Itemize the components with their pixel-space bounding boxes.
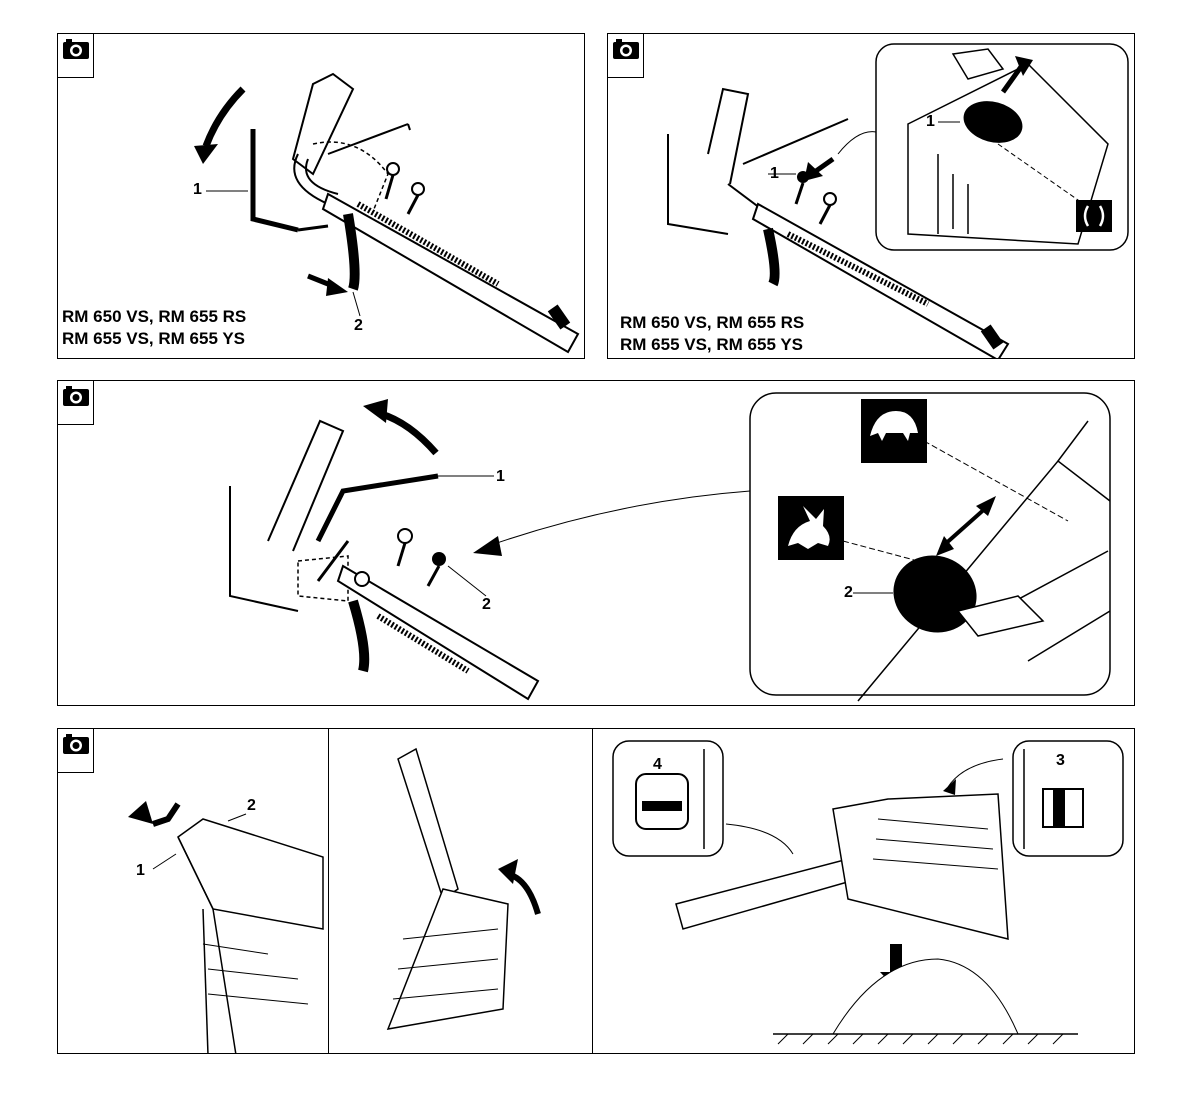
figure-panel-speed-control: 1 2 2 bbox=[57, 380, 1135, 706]
turtle-icon bbox=[861, 399, 927, 463]
callout-1: 1 bbox=[496, 469, 505, 485]
model-list-line-2: RM 655 VS, RM 655 YS bbox=[620, 334, 803, 355]
speed-control-illustration bbox=[58, 381, 1135, 706]
callout-4: 4 bbox=[653, 757, 662, 773]
grass-bag-illustration bbox=[58, 729, 1135, 1054]
drive-lock-illustration bbox=[608, 34, 1135, 359]
figure-panel-handle-fold: 1 2 RM 650 VS, RM 655 RS RM 655 VS, RM 6… bbox=[57, 33, 585, 359]
rabbit-icon bbox=[778, 496, 844, 560]
model-list-line-1: RM 650 VS, RM 655 RS bbox=[62, 306, 246, 327]
callout-2: 2 bbox=[247, 798, 256, 814]
callout-2: 2 bbox=[354, 318, 363, 334]
callout-3: 3 bbox=[1056, 753, 1065, 769]
callout-1: 1 bbox=[770, 166, 779, 182]
model-list-line-1: RM 650 VS, RM 655 RS bbox=[620, 312, 804, 333]
callout-1: 1 bbox=[193, 182, 202, 198]
callout-2: 2 bbox=[482, 597, 491, 613]
figure-panel-drive-lock: 1 1 RM 650 VS, RM 655 RS RM 655 VS, RM 6… bbox=[607, 33, 1135, 359]
callout-1-detail: 1 bbox=[926, 114, 935, 130]
figure-panel-grass-bag: 1 2 3 4 bbox=[57, 728, 1135, 1054]
model-list-line-2: RM 655 VS, RM 655 YS bbox=[62, 328, 245, 349]
callout-1: 1 bbox=[136, 863, 145, 879]
callout-2-detail: 2 bbox=[844, 585, 853, 601]
